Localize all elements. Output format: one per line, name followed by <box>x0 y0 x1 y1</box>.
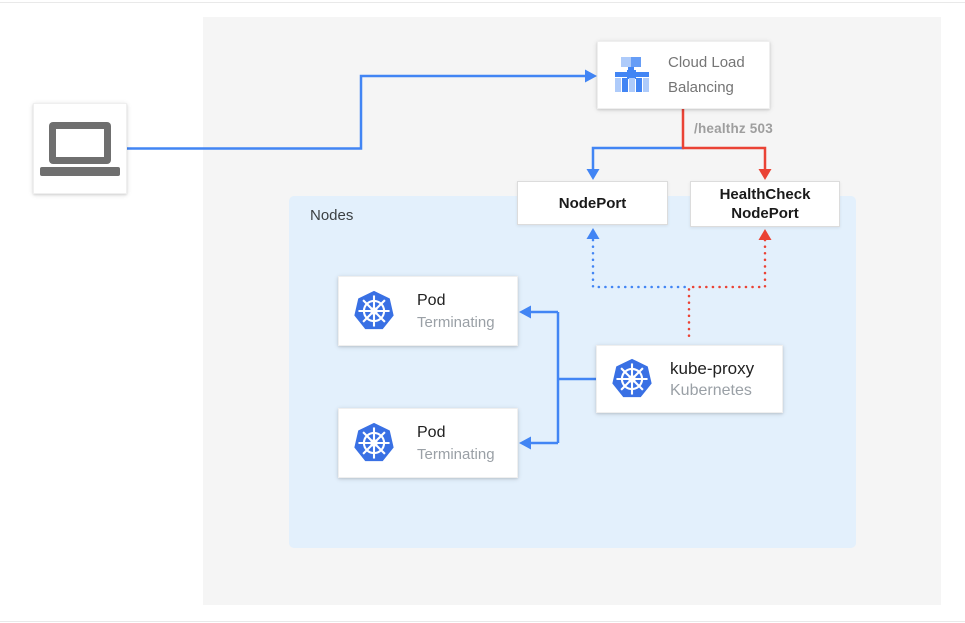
pod-title: Pod <box>417 423 446 441</box>
cloud-load-balancing-icon <box>615 57 649 92</box>
kubeproxy-to-pods-connector <box>531 310 596 445</box>
kubernetes-icon <box>612 358 652 398</box>
nodeport-box: NodePort <box>517 181 668 225</box>
window-bottom-border <box>0 621 965 622</box>
kube-proxy-text: kube-proxy Kubernetes <box>670 358 754 401</box>
healthcheck-nodeport-box: HealthCheck NodePort <box>690 181 840 227</box>
kube-proxy-card: kube-proxy Kubernetes <box>596 345 783 413</box>
clb-to-nodeport-connector <box>591 146 684 169</box>
nodes-group-label: Nodes <box>310 207 354 224</box>
kubeproxy-to-nodeport-dotted <box>591 238 688 289</box>
kube-proxy-title: kube-proxy <box>670 358 755 378</box>
pod-terminating-card-1: Pod Terminating <box>338 276 518 346</box>
client-to-clb-arrowhead <box>585 69 597 83</box>
pod-text: Pod Terminating <box>417 422 495 465</box>
clb-to-healthcheck-arrowhead <box>758 169 772 180</box>
clb-to-nodeport-arrowhead <box>586 169 600 180</box>
healthz-status-label: /healthz 503 <box>694 121 773 136</box>
cloud-load-balancing-card: Cloud Load Balancing <box>597 41 770 109</box>
laptop-icon <box>40 121 120 176</box>
clb-to-healthcheck-connector <box>681 109 767 169</box>
pod-status: Terminating <box>417 445 495 463</box>
kubeproxy-to-pod1-arrowhead <box>519 305 531 319</box>
pod-text: Pod Terminating <box>417 290 495 333</box>
kubeproxy-to-healthcheck-dotted-arrowhead <box>758 229 772 240</box>
kubernetes-icon <box>354 422 394 462</box>
client-to-clb-connector <box>127 74 585 150</box>
kubeproxy-to-pod2-arrowhead <box>519 436 531 450</box>
kube-proxy-subtitle: Kubernetes <box>670 381 752 399</box>
kubeproxy-to-healthcheck-dotted <box>687 238 767 344</box>
kubernetes-icon <box>354 290 394 330</box>
cloud-load-balancing-label: Cloud Load Balancing <box>668 54 745 96</box>
kubeproxy-to-nodeport-dotted-arrowhead <box>586 228 600 239</box>
client-laptop-card <box>33 103 127 194</box>
pod-title: Pod <box>417 291 446 309</box>
pod-status: Terminating <box>417 313 495 331</box>
pod-terminating-card-2: Pod Terminating <box>338 408 518 478</box>
window-top-border <box>0 2 965 3</box>
